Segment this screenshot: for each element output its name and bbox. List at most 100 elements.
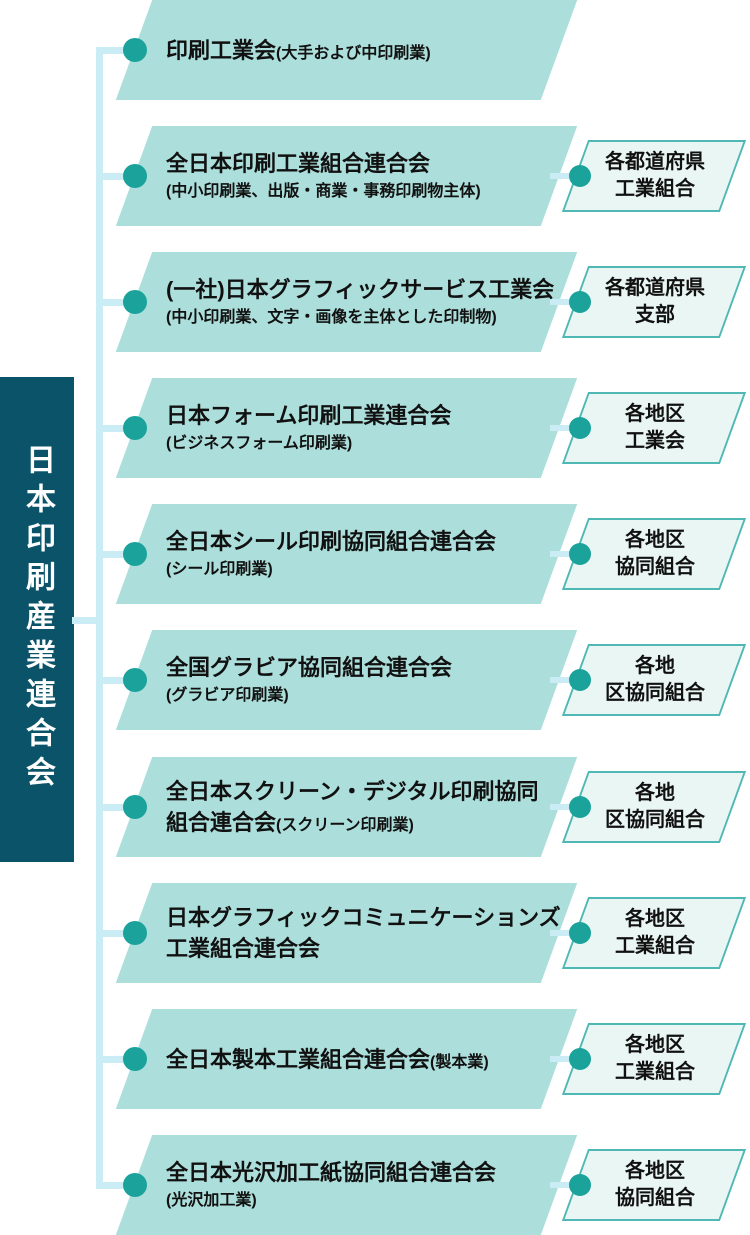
parent-org-title: 日本印刷産業連合会 (21, 444, 54, 795)
branch-connector-line (550, 804, 582, 810)
connector-line (96, 930, 137, 937)
branch-connector-line (550, 677, 582, 683)
branch-label-line: 協同組合 (615, 1187, 695, 1209)
member-name-text: 全日本印刷工業組合連合会 (166, 151, 431, 176)
member-note-text: (シール印刷業) (166, 561, 273, 578)
member-note-text: (スクリーン印刷業) (276, 817, 414, 834)
member-label: 全日本スクリーン・デジタル印刷協同組合連合会(スクリーン印刷業) (166, 757, 586, 857)
member-label-line: (光沢加工業) (166, 1188, 586, 1213)
member-label-line: (一社)日本グラフィックサービス工業会 (166, 274, 586, 305)
member-note-text: (中小印刷業、文字・画像を主体とした印制物) (166, 309, 497, 326)
member-label-line: 日本フォーム印刷工業連合会 (166, 400, 586, 431)
branch-label-line: 各地 (635, 655, 675, 677)
member-label-line: (中小印刷業、出版・商業・事務印刷物主体) (166, 179, 586, 204)
member-name-text: 全日本スクリーン・デジタル印刷協同 (166, 779, 539, 804)
branch-connector-line (550, 173, 582, 179)
connector-line (96, 551, 137, 558)
connector-dot (569, 291, 591, 313)
member-name-text: 全日本光沢加工紙協同組合連合会 (166, 1160, 497, 1185)
member-label-line: 全日本製本工業組合連合会(製本業) (166, 1044, 586, 1075)
member-label-line: (中小印刷業、文字・画像を主体とした印制物) (166, 305, 586, 330)
connector-dot (123, 1047, 147, 1071)
branch-label-line: 工業会 (625, 430, 685, 452)
connector-dot (569, 669, 591, 691)
member-note-text: (大手および中印刷業) (276, 44, 431, 62)
member-name-text: (一社)日本グラフィックサービス工業会 (166, 277, 555, 302)
connector-dot (123, 542, 147, 566)
member-name-text: 組合連合会 (166, 810, 277, 835)
connector-line (96, 425, 137, 432)
member-note-text: (光沢加工業) (166, 1192, 257, 1209)
branch-label-line: 各地区 (625, 908, 685, 930)
member-label: 印刷工業会(大手および中印刷業) (166, 0, 586, 100)
member-label-line: (シール印刷業) (166, 557, 586, 582)
connector-dot (123, 921, 147, 945)
branch-label: 各地区協同組合 (580, 518, 730, 590)
member-label-line: 全日本スクリーン・デジタル印刷協同 (166, 776, 586, 807)
branch-label-line: 区協同組合 (605, 682, 705, 704)
branch-label-line: 各地区 (625, 1034, 685, 1056)
member-note-text: (製本業) (430, 1053, 489, 1071)
connector-dot (569, 1048, 591, 1070)
member-label-line: 工業組合連合会 (166, 933, 586, 964)
parent-connector-line (72, 617, 98, 624)
branch-label: 各地区協同組合 (580, 771, 730, 843)
member-label-line: 日本グラフィックコミュニケーションズ (166, 902, 586, 933)
branch-connector-line (550, 551, 582, 557)
connector-dot (123, 668, 147, 692)
member-label: 日本フォーム印刷工業連合会 (ビジネスフォーム印刷業) (166, 378, 586, 478)
member-name-text: 全日本シール印刷協同組合連合会 (166, 529, 497, 554)
connector-line (96, 299, 137, 306)
connector-dot (123, 38, 147, 62)
connector-line (96, 173, 137, 180)
branch-label: 各都道府県支部 (580, 266, 730, 338)
connector-line (96, 804, 137, 811)
member-name-text: 印刷工業会 (166, 37, 277, 63)
member-label-line: 全日本印刷工業組合連合会 (166, 148, 586, 179)
connector-line (96, 1056, 137, 1063)
member-note-text: (グラビア印刷業) (166, 687, 289, 704)
branch-label-line: 各地区 (625, 403, 685, 425)
connector-line (96, 677, 137, 684)
branch-connector-line (550, 930, 582, 936)
member-label-line: (グラビア印刷業) (166, 683, 586, 708)
member-label-line: 全日本光沢加工紙協同組合連合会 (166, 1157, 586, 1188)
connector-dot (123, 795, 147, 819)
branch-label-line: 工業組合 (615, 1061, 695, 1083)
branch-label: 各地区工業組合 (580, 1023, 730, 1095)
connector-dot (123, 1173, 147, 1197)
branch-label-line: 支部 (635, 304, 675, 326)
member-label-line: 組合連合会(スクリーン印刷業) (166, 807, 586, 838)
member-label: 全日本シール印刷協同組合連合会 (シール印刷業) (166, 504, 586, 604)
branch-connector-line (550, 299, 582, 305)
member-label: 日本グラフィックコミュニケーションズ工業組合連合会 (166, 883, 586, 983)
member-label-line: (ビジネスフォーム印刷業) (166, 431, 586, 456)
connector-dot (569, 543, 591, 565)
branch-label-line: 各地区 (625, 1160, 685, 1182)
branch-label-line: 各都道府県 (605, 151, 705, 173)
member-label-line: 全国グラビア協同組合連合会 (166, 652, 586, 683)
member-label: (一社)日本グラフィックサービス工業会 (中小印刷業、文字・画像を主体とした印制物… (166, 252, 586, 352)
connector-line (96, 47, 137, 54)
branch-connector-line (550, 1056, 582, 1062)
branch-label: 各都道府県工業組合 (580, 140, 730, 212)
branch-label-line: 各都道府県 (605, 277, 705, 299)
connector-dot (569, 165, 591, 187)
branch-label-line: 工業組合 (615, 178, 695, 200)
member-note-text: (中小印刷業、出版・商業・事務印刷物主体) (166, 183, 481, 200)
branch-label-line: 各地区 (625, 529, 685, 551)
branch-connector-line (550, 425, 582, 431)
branch-label: 各地区協同組合 (580, 644, 730, 716)
connector-dot (569, 1174, 591, 1196)
member-name-text: 日本フォーム印刷工業連合会 (166, 403, 452, 428)
branch-connector-line (550, 1182, 582, 1188)
member-label: 全日本製本工業組合連合会(製本業) (166, 1009, 586, 1109)
connector-dot (123, 416, 147, 440)
connector-trunk-line (96, 47, 103, 1189)
branch-label-line: 区協同組合 (605, 809, 705, 831)
member-name-text: 全日本製本工業組合連合会 (166, 1046, 431, 1072)
branch-label-line: 工業組合 (615, 935, 695, 957)
connector-dot (569, 796, 591, 818)
member-label: 全日本印刷工業組合連合会 (中小印刷業、出版・商業・事務印刷物主体) (166, 126, 586, 226)
